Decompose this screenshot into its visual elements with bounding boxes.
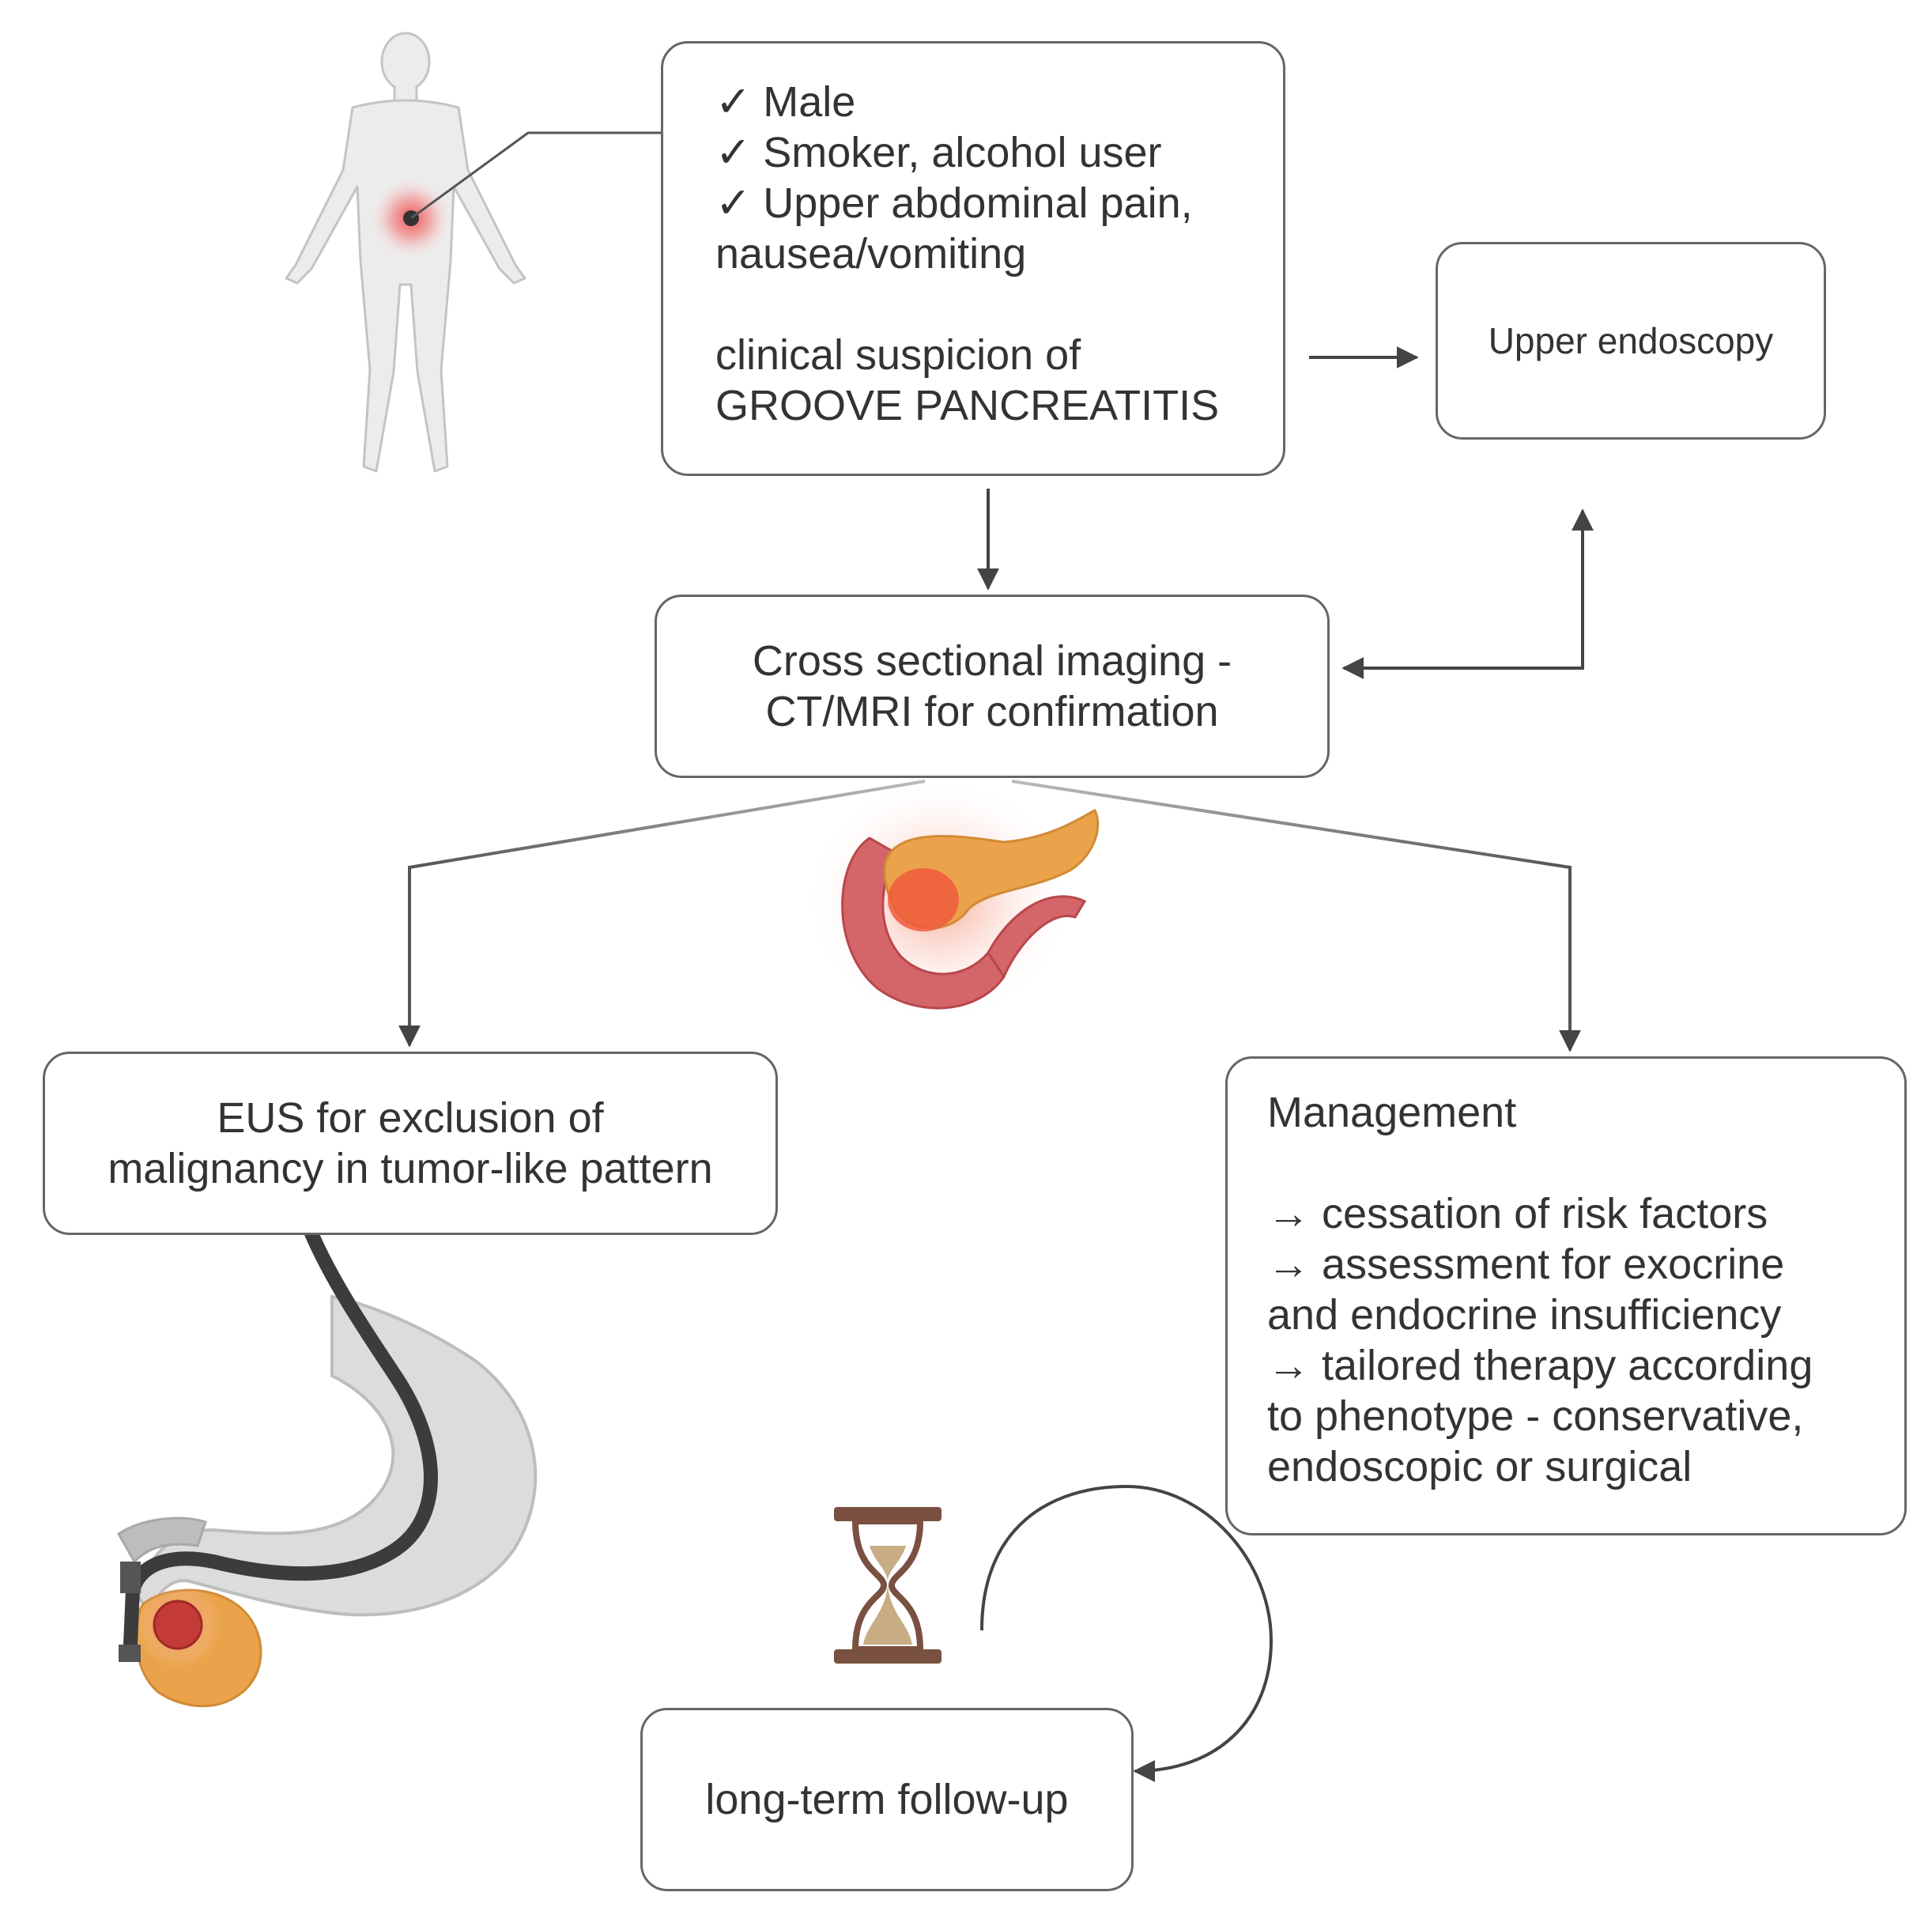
management-line: to phenotype - conservative, bbox=[1267, 1392, 1804, 1440]
eus-line: EUS for exclusion of bbox=[217, 1094, 604, 1142]
symptom-line: ✓ Male bbox=[715, 78, 856, 126]
symptoms-box: ✓ Male ✓ Smoker, alcohol user ✓ Upper ab… bbox=[661, 41, 1285, 476]
symptom-line: ✓ Upper abdominal pain, bbox=[715, 179, 1193, 227]
management-line: → tailored therapy according bbox=[1267, 1342, 1813, 1389]
branch-line-left bbox=[409, 780, 926, 869]
symptom-line: nausea/vomiting bbox=[715, 230, 1027, 278]
arrow-imaging-endoscopy-link bbox=[1341, 508, 1594, 679]
branch-line-right bbox=[1011, 780, 1571, 869]
stomach-endoscope-icon bbox=[117, 1226, 538, 1708]
followup-box: long-term follow-up bbox=[640, 1708, 1134, 1891]
management-line: and endocrine insufficiency bbox=[1267, 1291, 1782, 1339]
management-box: Management → cessation of risk factors →… bbox=[1225, 1056, 1907, 1535]
eus-line: malignancy in tumor-like pattern bbox=[108, 1145, 713, 1192]
followup-label: long-term follow-up bbox=[705, 1776, 1069, 1823]
eus-box: EUS for exclusion of malignancy in tumor… bbox=[43, 1052, 778, 1235]
pancreas-icon bbox=[805, 777, 1100, 1022]
spacer bbox=[1267, 1138, 1904, 1188]
spacer bbox=[715, 279, 1283, 330]
suspicion-line: clinical suspicion of bbox=[715, 331, 1081, 379]
management-line: → cessation of risk factors bbox=[1267, 1190, 1768, 1237]
human-body-icon bbox=[285, 32, 526, 473]
imaging-line: CT/MRI for confirmation bbox=[765, 688, 1219, 735]
symptom-line: ✓ Smoker, alcohol user bbox=[715, 129, 1162, 176]
management-title: Management bbox=[1267, 1089, 1517, 1136]
hourglass-icon bbox=[834, 1507, 941, 1664]
management-line: → assessment for exocrine bbox=[1267, 1241, 1785, 1288]
suspicion-line: GROOVE PANCREATITIS bbox=[715, 382, 1220, 429]
upper-endoscopy-box: Upper endoscopy bbox=[1436, 242, 1826, 440]
management-line: endoscopic or surgical bbox=[1267, 1443, 1692, 1490]
upper-endoscopy-label: Upper endoscopy bbox=[1488, 320, 1774, 361]
imaging-box: Cross sectional imaging - CT/MRI for con… bbox=[655, 595, 1330, 778]
arrow-loop-to-followup bbox=[980, 1484, 1274, 1782]
pain-callout-line bbox=[410, 131, 661, 220]
imaging-line: Cross sectional imaging - bbox=[752, 637, 1232, 685]
